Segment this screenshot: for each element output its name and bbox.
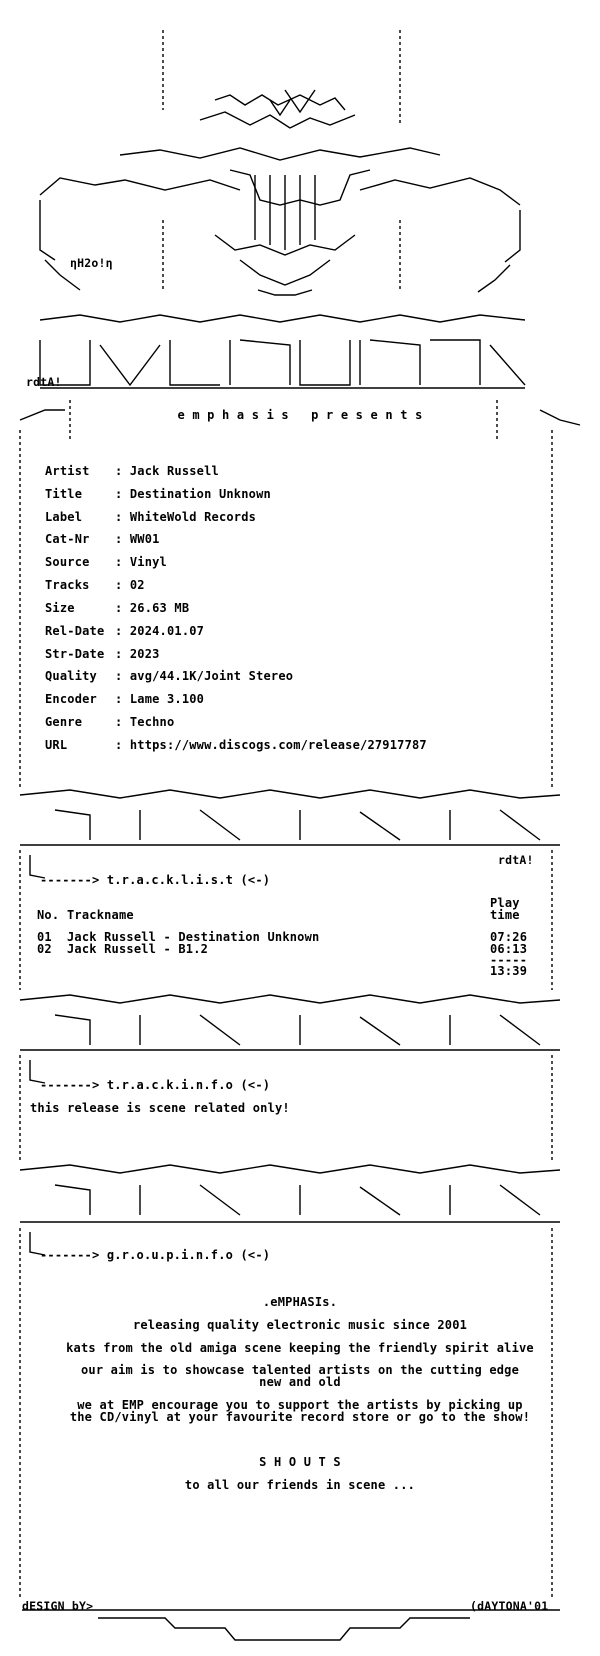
info-value: : avg/44.1K/Joint Stereo (115, 669, 294, 683)
info-value: : WW01 (115, 532, 160, 546)
trackinfo-heading: -------> t.r.a.c.k.i.n.f.o (<-) (40, 1078, 271, 1092)
info-value: : https://www.discogs.com/release/279177… (115, 738, 427, 752)
shouts-title: S H O U T S (259, 1455, 341, 1469)
info-value: : 2023 (115, 647, 160, 661)
track-no: 02 (37, 942, 52, 956)
logo-tag: ηH2o!η (70, 256, 113, 270)
info-label: URL (45, 738, 68, 752)
info-label: Title (45, 487, 83, 501)
design-by: dESIGN bY> (22, 1599, 94, 1613)
info-value: : Jack Russell (115, 464, 219, 478)
groupinfo-heading: -------> g.r.o.u.p.i.n.f.o (<-) (40, 1248, 271, 1262)
tracklist-heading: -------> t.r.a.c.k.l.i.s.t (<-) (40, 873, 271, 887)
track-name: Jack Russell - B1.2 (67, 942, 209, 956)
emblem-icon (119, 89, 441, 296)
shouts-text: to all our friends in scene ... (184, 1478, 416, 1492)
info-label: Label (45, 510, 83, 524)
trackinfo-text: this release is scene related only! (30, 1101, 290, 1115)
info-value: : 02 (115, 578, 145, 592)
info-value: : WhiteWold Records (115, 510, 257, 524)
col-no: No. (37, 908, 60, 922)
info-value: : Techno (115, 715, 175, 729)
total-separator: ----- (490, 953, 528, 967)
info-value: : Vinyl (115, 555, 167, 569)
info-value: : 26.63 MB (115, 601, 190, 615)
col-time-line1: Play (490, 896, 520, 910)
divider-credit: rdtA! (498, 853, 534, 867)
group-line-3b: new and old (259, 1375, 341, 1389)
info-value: : 2024.01.07 (115, 624, 205, 638)
group-line-1: releasing quality electronic music since… (132, 1318, 468, 1332)
info-label: Artist (45, 464, 90, 478)
col-trackname: Trackname (67, 908, 134, 922)
info-label: Genre (45, 715, 83, 729)
info-label: Quality (45, 669, 97, 683)
total-time: 13:39 (490, 964, 528, 978)
info-label: Encoder (45, 692, 97, 706)
info-label: Rel-Date (45, 624, 105, 638)
info-label: Size (45, 601, 75, 615)
track-time: 06:13 (490, 942, 528, 956)
group-line-4b: the CD/vinyl at your favourite record st… (69, 1410, 531, 1424)
group-line-2: kats from the old amiga scene keeping th… (66, 1341, 534, 1355)
info-label: Source (45, 555, 90, 569)
emphasis-logo (39, 314, 526, 389)
group-line-3a: our aim is to showcase talented artists … (80, 1363, 520, 1377)
info-label: Cat-Nr (45, 532, 90, 546)
col-time-line2: time (490, 908, 520, 922)
group-name: .eMPHASIs. (262, 1295, 338, 1309)
divider-logo (19, 789, 561, 879)
track-name: Jack Russell - Destination Unknown (67, 930, 320, 944)
info-label: Tracks (45, 578, 90, 592)
info-value: : Destination Unknown (115, 487, 271, 501)
info-value: : Lame 3.100 (115, 692, 205, 706)
group-line-4a: we at EMP encourage you to support the a… (77, 1398, 523, 1412)
logo-credit: rdtA! (26, 375, 62, 389)
designer-credit: (dAYTONA'01 (470, 1599, 549, 1613)
track-no: 01 (37, 930, 52, 944)
track-time: 07:26 (490, 930, 528, 944)
divider-logo-3 (19, 1164, 561, 1256)
presents-title: e m p h a s i s p r e s e n t s (177, 408, 423, 422)
divider-logo-2 (19, 994, 561, 1084)
info-label: Str-Date (45, 647, 105, 661)
